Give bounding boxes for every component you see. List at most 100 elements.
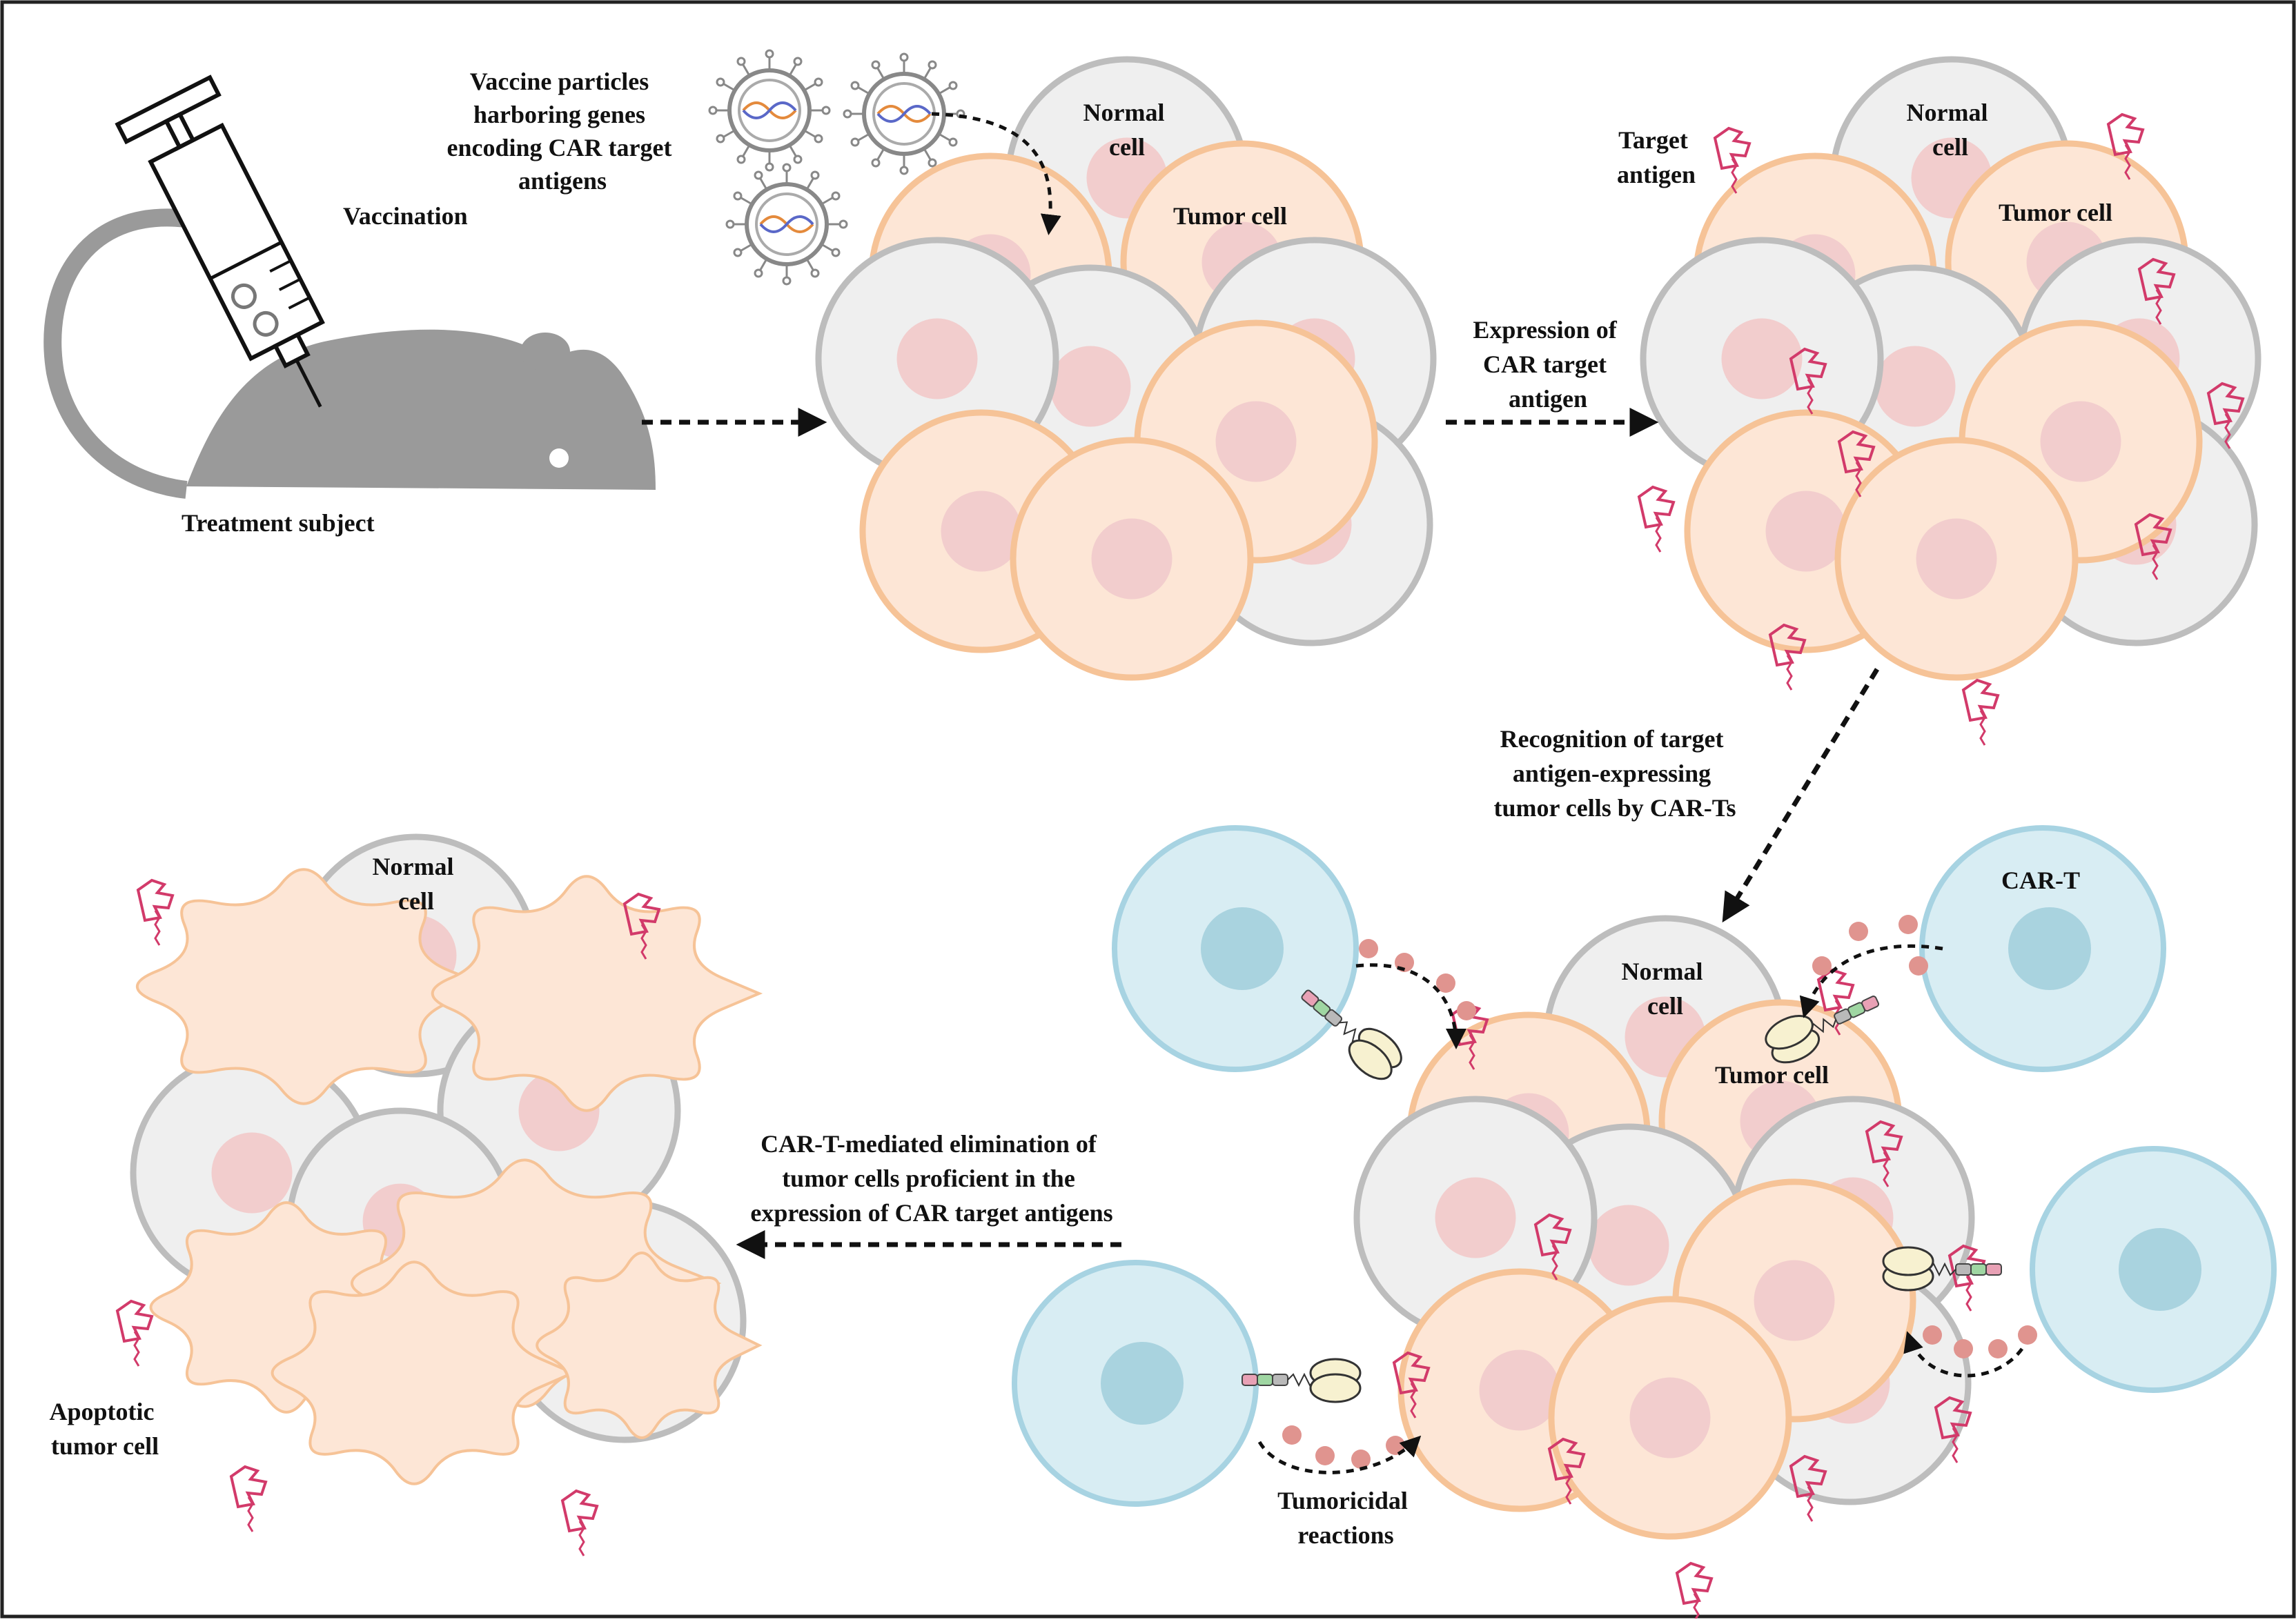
cell-nucleus bbox=[2040, 401, 2121, 482]
tumor-cell bbox=[1834, 437, 2079, 681]
target-antigen-icon bbox=[2137, 257, 2176, 325]
curved-arrows bbox=[931, 112, 2024, 1474]
cell-nucleus bbox=[2119, 1228, 2201, 1311]
label-vaccination: Vaccination bbox=[343, 202, 468, 230]
label-target-antigen: Target antigen bbox=[1617, 126, 1696, 188]
car-t-cell bbox=[1012, 1260, 1259, 1507]
car-receptor-icon bbox=[1301, 989, 1402, 1080]
car-t-cell bbox=[2030, 1146, 2277, 1393]
label-tumoricidal: Tumoricidal reactions bbox=[1277, 1487, 1414, 1549]
target-antigen-icon bbox=[229, 1465, 268, 1532]
cytokine-dots bbox=[1282, 915, 2037, 1469]
cytokine-dot bbox=[1909, 956, 1928, 976]
cell-nucleus bbox=[1765, 491, 1847, 572]
target-antigen-icon bbox=[1934, 1396, 1972, 1463]
label-normal-cell-3: Normal cell bbox=[1622, 958, 1709, 1020]
dna-strand-icon bbox=[742, 101, 797, 119]
target-antigen-icon bbox=[2106, 112, 2145, 180]
cytokine-dot bbox=[2018, 1325, 2037, 1345]
cytokine-dot bbox=[1315, 1446, 1335, 1465]
dna-strand-icon bbox=[759, 215, 814, 233]
cytokine-dot bbox=[1849, 922, 1868, 941]
label-tumor-cell-1: Tumor cell bbox=[1173, 202, 1287, 230]
target-antigen-icon bbox=[2206, 382, 2245, 449]
cell-nucleus bbox=[1435, 1177, 1516, 1258]
apoptotic-tumor-cell bbox=[271, 1260, 577, 1485]
target-antigen-icon bbox=[622, 892, 661, 960]
label-normal-cell-4: Normal cell bbox=[373, 853, 460, 915]
cell-nucleus bbox=[896, 318, 978, 399]
car-t-cell bbox=[1919, 825, 2166, 1072]
tumor-cell bbox=[1010, 437, 1254, 681]
label-treatment-subject: Treatment subject bbox=[181, 509, 375, 537]
text-labels: Vaccine particles harboring genes encodi… bbox=[50, 68, 2113, 1549]
cell-nucleus bbox=[1916, 518, 1997, 600]
cell-nucleus bbox=[1091, 518, 1172, 600]
target-antigen-icon bbox=[1789, 347, 1827, 415]
cell-cluster-antigen-expressing bbox=[1640, 56, 2261, 681]
target-antigen-icon bbox=[1961, 678, 2000, 746]
label-tumor-cell-2: Tumor cell bbox=[1999, 199, 2112, 226]
cell-nucleus bbox=[1101, 1342, 1184, 1425]
car-t-cells bbox=[1012, 825, 2277, 1507]
target-antigen-icon bbox=[1713, 126, 1752, 194]
cell-cluster-cart-attack bbox=[1353, 915, 1975, 1540]
target-antigen-icon bbox=[2134, 513, 2172, 580]
car-receptor-icon bbox=[1242, 1358, 1362, 1403]
cytokine-dot bbox=[1812, 956, 1832, 976]
cytokine-dot bbox=[1898, 915, 1918, 934]
mouse-icon bbox=[43, 208, 656, 499]
apoptotic-tumor-cell bbox=[431, 875, 763, 1112]
cytokine-dot bbox=[1351, 1450, 1371, 1469]
target-antigen-icon bbox=[1675, 1561, 1714, 1622]
cytokine-dot bbox=[1457, 1001, 1476, 1020]
car-t-cell bbox=[1112, 825, 1359, 1072]
car-receptor-icon bbox=[1882, 1246, 2002, 1292]
target-antigen-icon bbox=[1865, 1120, 1903, 1187]
target-antigen-icon bbox=[1392, 1351, 1431, 1418]
car-receptor-icon bbox=[1765, 996, 1880, 1064]
cell-nucleus bbox=[1629, 1377, 1711, 1458]
cytokine-dot bbox=[1954, 1339, 1973, 1358]
target-antigen-icon bbox=[560, 1489, 599, 1556]
cell-nucleus bbox=[941, 491, 1022, 572]
target-antigen-icon bbox=[1768, 623, 1807, 691]
apoptotic-tumor-cell bbox=[135, 868, 494, 1105]
dna-strand-icon bbox=[876, 105, 932, 123]
target-antigen-icon bbox=[1789, 1454, 1827, 1522]
cell-nucleus bbox=[1874, 346, 1956, 427]
cytokine-dot bbox=[1988, 1339, 2008, 1358]
cell-cluster-apoptotic bbox=[130, 833, 763, 1485]
target-antigen-icon bbox=[1533, 1213, 1572, 1280]
apoptotic-tumor-cell bbox=[536, 1252, 763, 1439]
cytokine-dot bbox=[1436, 973, 1455, 993]
label-tumor-cell-3: Tumor cell bbox=[1715, 1061, 1829, 1089]
cell-nucleus bbox=[1479, 1349, 1560, 1431]
target-antigen-icon bbox=[1547, 1437, 1586, 1505]
label-normal-cell-1: Normal cell bbox=[1083, 99, 1171, 161]
target-antigen-icon bbox=[1637, 485, 1676, 553]
label-recognition: Recognition of target antigen-expressing… bbox=[1493, 725, 1736, 822]
process-arrows bbox=[642, 408, 1879, 1259]
cell-nucleus bbox=[1050, 346, 1131, 427]
tumor-cell bbox=[1548, 1296, 1792, 1540]
cell-nucleus bbox=[2008, 907, 2091, 990]
cytokine-dot bbox=[1923, 1325, 1942, 1345]
label-apoptotic: Apoptotic tumor cell bbox=[50, 1398, 161, 1460]
vaccine-particle-icon bbox=[843, 52, 965, 175]
cell-nucleus bbox=[211, 1132, 293, 1214]
cell-nucleus bbox=[1201, 907, 1284, 990]
label-expression: Expression of CAR target antigen bbox=[1473, 316, 1622, 413]
cell-nucleus bbox=[1588, 1205, 1669, 1286]
vaccine-particle-icon bbox=[708, 49, 831, 172]
label-car-t: CAR-T bbox=[2001, 867, 2080, 894]
cell-nucleus bbox=[1215, 401, 1297, 482]
label-elimination: CAR-T-mediated elimination of tumor cell… bbox=[750, 1130, 1112, 1227]
arrow-recognition bbox=[1722, 668, 1879, 923]
cell-nucleus bbox=[1721, 318, 1803, 399]
cell-nucleus bbox=[1754, 1260, 1835, 1341]
vaccine-particles bbox=[708, 49, 965, 286]
cytokine-dot bbox=[1282, 1425, 1302, 1445]
